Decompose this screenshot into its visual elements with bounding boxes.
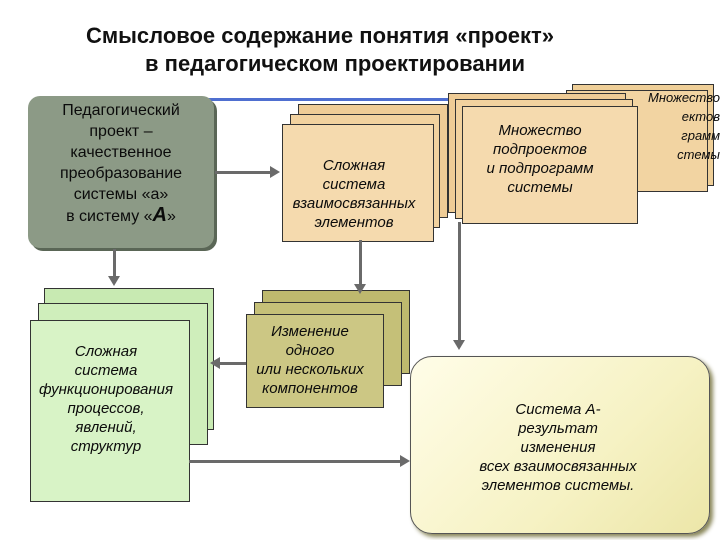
arrow-change-to-func [210, 357, 220, 369]
result-text: Система А- результат изменения всех взаи… [479, 401, 637, 494]
subprojects-back-text: Множество ектов грамм стемы [647, 90, 720, 162]
connector-subprojects-to-result [458, 222, 461, 342]
pedagogical-project-box [28, 96, 214, 248]
arrow-subprojects-to-result [453, 340, 465, 350]
connector-complex-to-change [359, 240, 362, 286]
change-sheet-1 [246, 314, 384, 408]
complex-sheet-1 [282, 124, 434, 242]
front-sheet-1 [462, 106, 638, 224]
page-title: Смысловое содержание понятия «проект» в … [0, 22, 640, 78]
change-text: Изменение одного или нескольких компонен… [256, 323, 364, 397]
connector-ped-to-func [113, 249, 116, 277]
arrow-ped-to-func [108, 276, 120, 286]
connector-change-to-func [220, 362, 246, 365]
result-box [410, 356, 710, 534]
title-line-1: Смысловое содержание понятия «проект» [85, 23, 555, 48]
title-underline [190, 98, 450, 101]
func-sheet-1 [30, 320, 190, 502]
subprojects-front-text: Множество подпроектов и подпрограмм сист… [486, 122, 594, 196]
pedagogical-project-text: Педагогический проект – качественное пре… [59, 102, 183, 226]
arrow-ped-to-complex [270, 166, 280, 178]
connector-ped-to-complex [215, 171, 271, 174]
connector-func-to-result [189, 460, 401, 463]
arrow-func-to-result [400, 455, 410, 467]
arrow-complex-to-change [354, 284, 366, 294]
functioning-system-text: Сложная система функционирования процесс… [38, 343, 174, 455]
title-line-2: в педагогическом проектировании [145, 51, 525, 76]
complex-system-text: Сложная система взаимосвязанных элементо… [292, 157, 416, 231]
